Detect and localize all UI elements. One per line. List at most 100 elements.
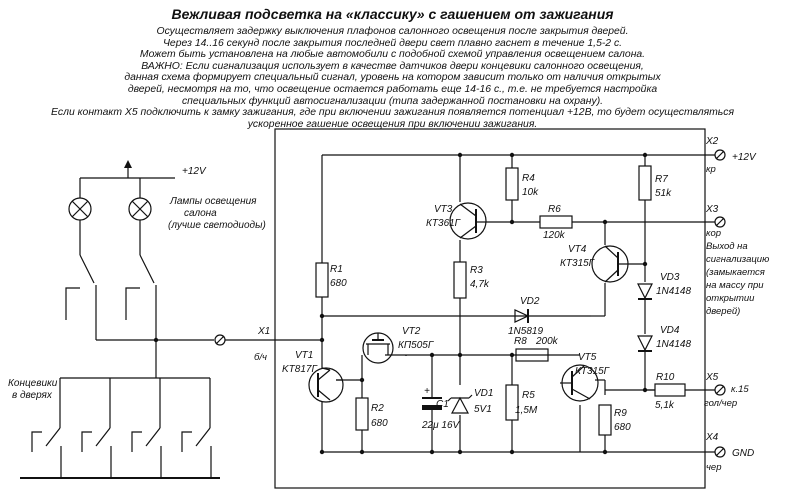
resistor-r1: R1 680	[315, 262, 347, 298]
svg-text:10k: 10k	[522, 187, 539, 198]
description-line: ВАЖНО: Если сигнализация использует в ка…	[141, 60, 644, 72]
door-switch	[81, 378, 112, 478]
svg-text:открытии: открытии	[706, 293, 755, 304]
description-line: Через 14..16 секунд после закрытия после…	[162, 37, 623, 49]
svg-text:X1: X1	[257, 326, 270, 337]
svg-text:б/ч: б/ч	[254, 352, 267, 363]
svg-text:5,1k: 5,1k	[655, 400, 675, 411]
svg-text:680: 680	[371, 418, 388, 429]
svg-text:4,7k: 4,7k	[470, 279, 490, 290]
diode-vd4: VD4 1N4148	[637, 325, 691, 352]
svg-text:VT2: VT2	[402, 326, 421, 337]
svg-text:КП505Г: КП505Г	[398, 340, 435, 351]
supply-label: +12V	[182, 166, 207, 177]
door-switch	[181, 378, 212, 478]
svg-text:КТ361Г: КТ361Г	[426, 218, 462, 229]
door-switch	[31, 378, 62, 478]
svg-text:X5: X5	[705, 372, 719, 383]
transistor-vt3: VT3 КТ361Г	[426, 202, 487, 240]
svg-text:120k: 120k	[543, 230, 566, 241]
svg-text:R6: R6	[548, 204, 561, 215]
svg-text:R8: R8	[514, 336, 527, 347]
diagram-title: Вежливая подсветка на «классику» с гашен…	[171, 6, 614, 22]
svg-text:22μ 16V: 22μ 16V	[421, 420, 461, 431]
svg-text:GND: GND	[732, 448, 754, 459]
svg-text:200k: 200k	[535, 336, 559, 347]
board-outline	[274, 128, 706, 489]
description-line: дверей, несмотря на то, что освещение ос…	[127, 83, 658, 95]
resistor-r6: R6 120k	[539, 204, 573, 241]
svg-text:R3: R3	[470, 265, 483, 276]
svg-text:сигнализацию: сигнализацию	[706, 254, 769, 265]
switches-label: Концевики	[8, 378, 58, 389]
connector-x3: X3 кор Выход на сигнализацию (замыкается…	[705, 204, 769, 317]
svg-text:X4: X4	[705, 432, 719, 443]
svg-text:R10: R10	[656, 372, 675, 383]
switches-label: в дверях	[12, 390, 53, 401]
lamp-icon	[128, 197, 152, 221]
svg-text:дверей): дверей)	[706, 306, 740, 317]
description-line: ускоренное гашение освещения при включен…	[247, 118, 538, 130]
svg-text:(замыкается: (замыкается	[706, 267, 765, 278]
svg-text:VD2: VD2	[520, 296, 540, 307]
svg-text:X2: X2	[705, 136, 719, 147]
svg-text:R9: R9	[614, 408, 627, 419]
transistor-vt1: VT1 KT817Г	[282, 350, 344, 403]
resistor-r10: R10 5,1k	[654, 372, 686, 411]
capacitor-c1: + C1 22μ 16V	[421, 386, 461, 431]
transistor-vt5: VT5 КТ315Г	[560, 352, 611, 402]
svg-text:VT1: VT1	[295, 350, 313, 361]
resistor-r2: R2 680	[355, 397, 388, 431]
resistor-r8: R8 200k	[514, 336, 559, 362]
lamps-label: салона	[184, 208, 217, 219]
svg-text:+12V: +12V	[732, 152, 757, 163]
resistor-r7: R7 51k	[638, 165, 672, 201]
resistor-r9: R9 680	[598, 404, 631, 436]
description-line: Если контакт X5 подключить к замку зажиг…	[50, 107, 735, 119]
svg-text:+: +	[424, 386, 430, 397]
resistor-r3: R3 4,7k	[453, 261, 490, 299]
svg-text:КТ315Г: КТ315Г	[560, 258, 596, 269]
svg-text:R7: R7	[655, 174, 668, 185]
description-block: Осуществляет задержку выключения плафоно…	[0, 26, 785, 130]
svg-text:C1: C1	[436, 399, 449, 410]
svg-text:VT5: VT5	[578, 352, 597, 363]
svg-text:кор: кор	[706, 228, 721, 239]
svg-text:гол/чер: гол/чер	[704, 398, 737, 409]
connector-x1: X1 б/ч	[214, 326, 270, 363]
transistor-vt4: VT4 КТ315Г	[560, 244, 629, 283]
svg-text:1N5819: 1N5819	[508, 326, 543, 337]
description-line: данная схема формирует специальный сигна…	[124, 72, 661, 84]
svg-text:1,5M: 1,5M	[515, 405, 538, 416]
svg-text:680: 680	[330, 278, 347, 289]
svg-text:Выход на: Выход на	[706, 241, 748, 252]
svg-text:VT4: VT4	[568, 244, 587, 255]
svg-text:R4: R4	[522, 173, 535, 184]
svg-text:1N4148: 1N4148	[656, 339, 691, 350]
resistor-r4: R4 10k	[505, 167, 539, 201]
svg-text:VD4: VD4	[660, 325, 680, 336]
svg-text:чер: чер	[706, 462, 721, 473]
door-switches: Концевики в дверях	[8, 377, 210, 401]
diode-vd3: VD3 1N4148	[637, 272, 691, 300]
lamp-icon	[68, 197, 92, 221]
lamps-label: Лампы освещения	[169, 196, 257, 207]
lamps-label: (лучше светодиоды)	[168, 220, 266, 231]
svg-text:1N4148: 1N4148	[656, 286, 691, 297]
transistor-vt2: VT2 КП505Г	[362, 326, 435, 364]
svg-text:к.15: к.15	[731, 384, 749, 395]
svg-text:51k: 51k	[655, 188, 672, 199]
diode-vd2: VD2 1N5819	[508, 296, 543, 337]
description-line: Осуществляет задержку выключения плафоно…	[156, 26, 629, 37]
svg-text:VD1: VD1	[474, 388, 493, 399]
lamps-section: +12V Лампы освещения салона (лучше свето…	[65, 160, 266, 341]
svg-text:KT817Г: KT817Г	[282, 364, 318, 375]
svg-text:R2: R2	[371, 403, 384, 414]
zener-diode-vd1: VD1 5V1	[447, 388, 493, 415]
svg-text:VD3: VD3	[660, 272, 680, 283]
svg-text:X3: X3	[705, 204, 719, 215]
svg-text:КТ315Г: КТ315Г	[575, 366, 611, 377]
svg-text:кр: кр	[706, 164, 716, 175]
description-line: специальных функций автосигнализации (ти…	[181, 95, 604, 107]
